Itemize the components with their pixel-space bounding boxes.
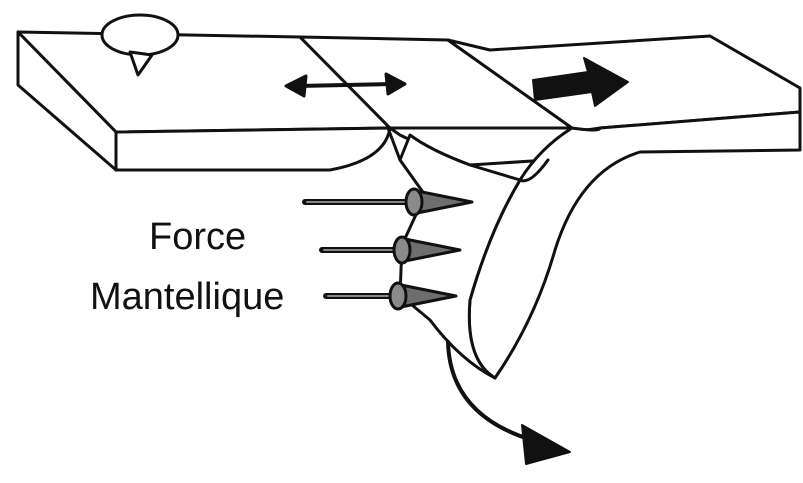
- mantellique-label: Mantellique: [90, 276, 285, 318]
- sink-arrow-head: [521, 424, 571, 465]
- double-arrow-shaft: [296, 82, 394, 88]
- overriding-plate: [16, 30, 392, 172]
- slab-curve-line: [518, 158, 550, 183]
- trench-line: [386, 126, 402, 162]
- volcano-conduit: [128, 50, 154, 77]
- gray-cone-arrow-icon: [319, 235, 462, 265]
- volcano-cone: [100, 13, 180, 57]
- mantle-force-arrows: [302, 187, 474, 311]
- double-arrow-right-head: [384, 72, 407, 96]
- force-arrow-base: [388, 281, 408, 311]
- volcano-icon: [100, 13, 180, 77]
- double-arrow-left-head: [284, 74, 308, 98]
- double-headed-arrow-icon: [284, 72, 407, 98]
- gray-cone-arrow-icon: [302, 187, 474, 217]
- force-label: Force: [149, 216, 247, 258]
- overriding-plate-front: [114, 126, 392, 172]
- curved-down-arrow-icon: [446, 340, 571, 465]
- sink-arrow-shaft: [446, 340, 534, 442]
- force-arrow-base: [404, 187, 424, 217]
- force-arrow-base: [392, 235, 412, 265]
- bold-right-arrow-icon: [532, 57, 629, 107]
- gray-cone-arrow-icon: [323, 281, 458, 311]
